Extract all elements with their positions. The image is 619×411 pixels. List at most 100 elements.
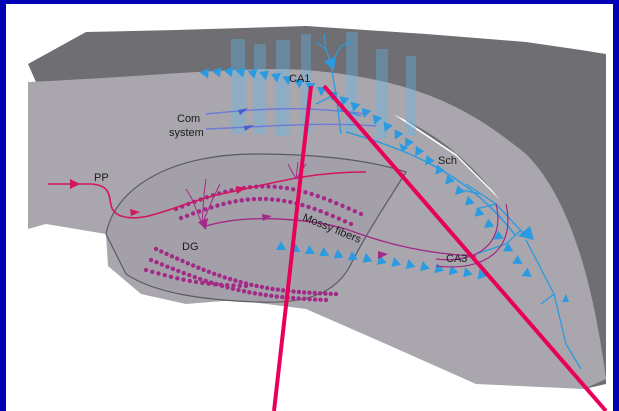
granule-cell-marker — [217, 273, 221, 277]
granule-cell-marker — [270, 197, 274, 201]
granule-cell-marker — [238, 284, 242, 288]
granule-cell-marker — [240, 198, 244, 202]
granule-cell-marker — [313, 291, 317, 295]
granule-cell-marker — [206, 282, 210, 286]
granule-cell-marker — [203, 207, 207, 211]
granule-cell-marker — [242, 289, 246, 293]
granule-cell-marker — [318, 298, 322, 302]
granule-cell-marker — [150, 270, 154, 274]
granule-cell-marker — [154, 260, 158, 264]
label-ca1: CA1 — [289, 73, 310, 85]
granule-cell-marker — [340, 204, 344, 208]
granule-cell-marker — [181, 278, 185, 282]
granule-cell-marker — [291, 296, 295, 300]
granule-cell-marker — [276, 287, 280, 291]
granule-cell-marker — [310, 192, 314, 196]
granule-cell-marker — [266, 184, 270, 188]
granule-cell-marker — [313, 297, 317, 301]
label-com-system-line2: system — [169, 127, 204, 139]
granule-cell-marker — [353, 209, 357, 213]
granule-cell-marker — [239, 280, 243, 284]
granule-cell-marker — [219, 283, 223, 287]
granule-cell-marker — [270, 287, 274, 291]
granule-cell-marker — [249, 283, 253, 287]
granule-cell-marker — [186, 261, 190, 265]
granule-cell-marker — [312, 207, 316, 211]
granule-cell-marker — [164, 252, 168, 256]
granule-cell-marker — [176, 269, 180, 273]
granule-cell-marker — [144, 268, 148, 272]
granule-cell-marker — [331, 214, 335, 218]
granule-cell-marker — [329, 292, 333, 296]
granule-cell-marker — [247, 290, 251, 294]
granule-cell-marker — [279, 185, 283, 189]
granule-cell-marker — [300, 203, 304, 207]
granule-cell-marker — [233, 278, 237, 282]
granule-cell-marker — [253, 291, 257, 295]
granule-cell-marker — [254, 284, 258, 288]
granule-cell-marker — [198, 277, 202, 281]
granule-cell-marker — [337, 217, 341, 221]
granule-cell-marker — [163, 273, 167, 277]
label-pp: PP — [94, 172, 109, 184]
granule-cell-marker — [297, 296, 301, 300]
granule-cell-marker — [175, 276, 179, 280]
granule-cell-marker — [200, 281, 204, 285]
hippocampus-figure: CA1 Com system Sch PP DG Mossy fibers CA… — [6, 4, 613, 411]
granule-cell-marker — [246, 197, 250, 201]
label-sch: Sch — [438, 155, 457, 167]
granule-cell-marker — [191, 263, 195, 267]
granule-cell-marker — [236, 288, 240, 292]
granule-cell-marker — [149, 258, 153, 262]
granule-cell-marker — [180, 259, 184, 263]
granule-cell-marker — [302, 290, 306, 294]
granule-cell-marker — [207, 270, 211, 274]
granule-cell-marker — [264, 293, 268, 297]
granule-cell-marker — [282, 199, 286, 203]
granule-cell-marker — [169, 275, 173, 279]
granule-cell-marker — [185, 214, 189, 218]
granule-cell-marker — [334, 201, 338, 205]
granule-cell-marker — [318, 291, 322, 295]
granule-cell-marker — [228, 277, 232, 281]
granule-cell-marker — [227, 200, 231, 204]
granule-cell-marker — [225, 283, 229, 287]
granule-cell-marker — [188, 279, 192, 283]
hippocampus-diagram: CA1 Com system Sch PP DG Mossy fibers CA… — [6, 4, 613, 411]
granule-cell-marker — [223, 275, 227, 279]
granule-cell-marker — [269, 294, 273, 298]
granule-cell-marker — [179, 216, 183, 220]
granule-cell-marker — [258, 292, 262, 296]
label-ca3: CA3 — [446, 253, 467, 265]
granule-cell-marker — [156, 271, 160, 275]
granule-cell-marker — [306, 205, 310, 209]
granule-cell-marker — [187, 273, 191, 277]
granule-cell-marker — [213, 282, 217, 286]
granule-cell-marker — [233, 199, 237, 203]
granule-cell-marker — [288, 200, 292, 204]
granule-cell-marker — [323, 291, 327, 295]
granule-cell-marker — [201, 268, 205, 272]
granule-cell-marker — [154, 247, 158, 251]
label-dg: DG — [182, 241, 199, 253]
granule-cell-marker — [171, 267, 175, 271]
granule-cell-marker — [359, 212, 363, 216]
granule-cell-marker — [194, 280, 198, 284]
granule-cell-marker — [170, 254, 174, 258]
granule-cell-marker — [291, 187, 295, 191]
granule-cell-marker — [325, 211, 329, 215]
label-com-system-line1: Com — [177, 113, 200, 125]
granule-cell-marker — [307, 291, 311, 295]
granule-cell-marker — [231, 283, 235, 287]
granule-cell-marker — [264, 197, 268, 201]
granule-cell-marker — [273, 185, 277, 189]
granule-cell-marker — [281, 288, 285, 292]
granule-cell-marker — [328, 199, 332, 203]
granule-cell-marker — [275, 294, 279, 298]
granule-cell-marker — [244, 284, 248, 288]
granule-cell-marker — [349, 222, 353, 226]
granule-cell-marker — [258, 197, 262, 201]
granule-cell-marker — [307, 297, 311, 301]
granule-cell-marker — [302, 297, 306, 301]
granule-cell-marker — [160, 262, 164, 266]
